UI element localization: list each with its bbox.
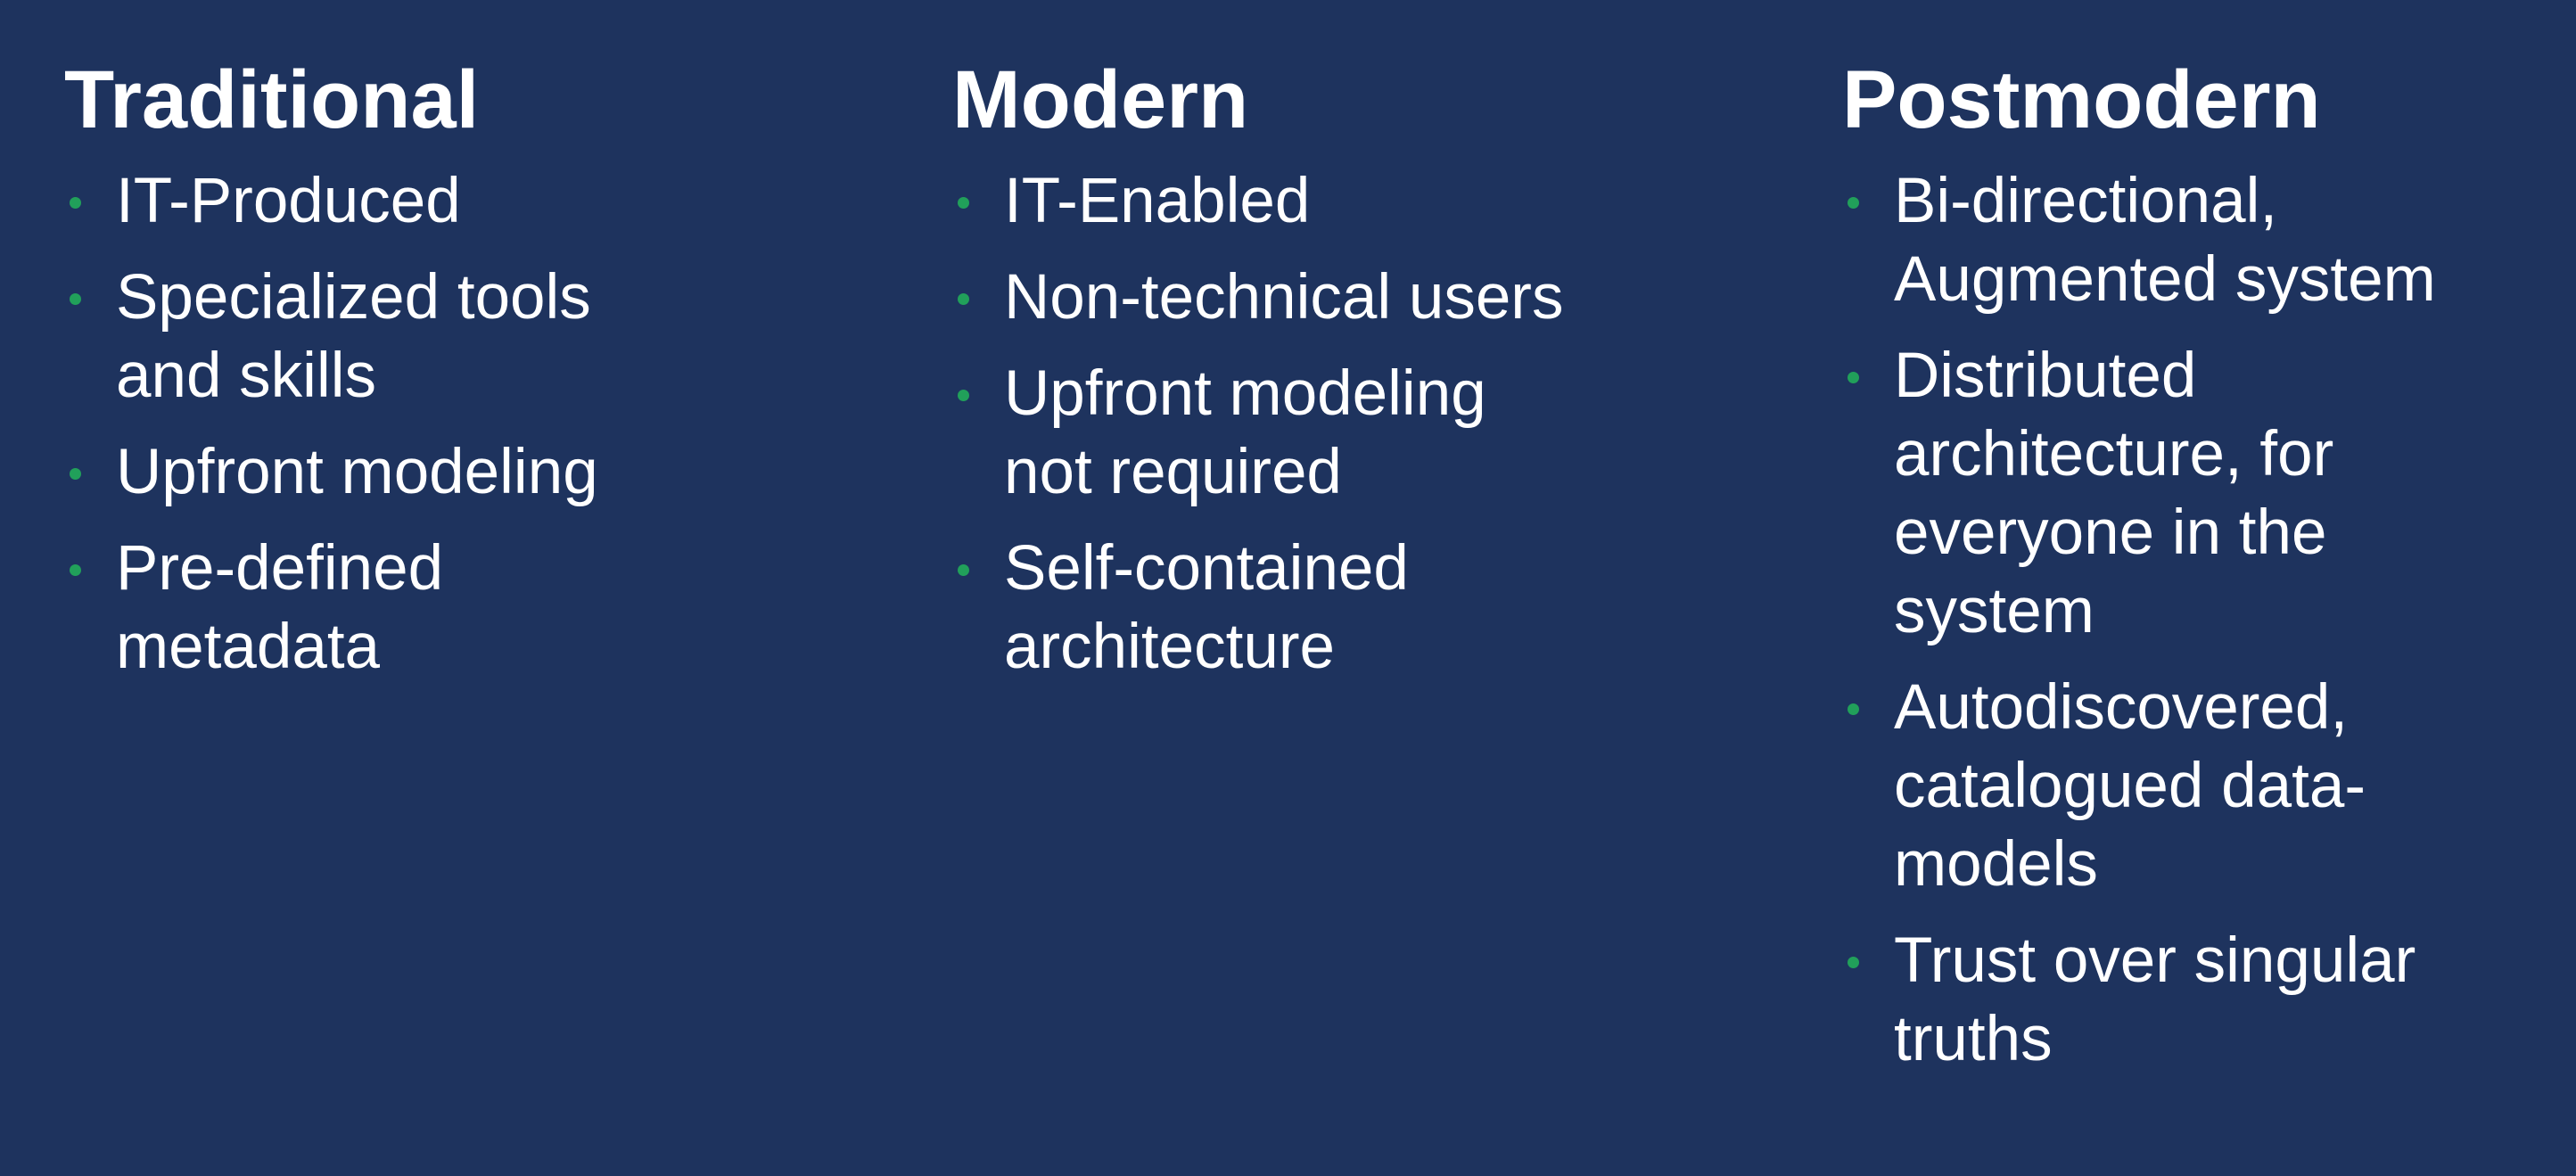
list-item: IT-Produced bbox=[64, 162, 867, 241]
list-item-text: Non-technical users bbox=[1004, 262, 1564, 333]
list-item-text: IT-Produced bbox=[116, 166, 461, 236]
list-item: Trust over singular truths bbox=[1842, 922, 2555, 1079]
list-item: Upfront modeling bbox=[64, 433, 867, 512]
bullet-list: Bi-directional, Augmented system Distrib… bbox=[1842, 162, 2555, 1079]
column-heading: Postmodern bbox=[1842, 54, 2321, 145]
list-item: Pre-defined metadata bbox=[64, 530, 867, 687]
list-item-text: IT-Enabled bbox=[1004, 166, 1311, 236]
list-item-text: Pre-defined metadata bbox=[116, 533, 444, 682]
list-item: IT-Enabled bbox=[952, 162, 1755, 241]
bullet-dot-icon bbox=[70, 293, 81, 305]
bullet-dot-icon bbox=[70, 564, 81, 576]
list-item-text: Upfront modeling bbox=[116, 437, 598, 507]
list-item: Distributed architecture, for everyone i… bbox=[1842, 337, 2555, 651]
bullet-dot-icon bbox=[958, 197, 969, 209]
list-item-text: Bi-directional, Augmented system bbox=[1894, 166, 2436, 315]
list-item-text: Autodiscovered, catalogued data- models bbox=[1894, 672, 2366, 900]
column-traditional: Traditional IT-Produced Specialized tool… bbox=[64, 45, 867, 704]
list-item-text: Distributed architecture, for everyone i… bbox=[1894, 341, 2334, 646]
bullet-dot-icon bbox=[1848, 957, 1859, 968]
bullet-list: IT-Produced Specialized tools and skills… bbox=[64, 162, 867, 687]
column-postmodern: Postmodern Bi-directional, Augmented sys… bbox=[1842, 45, 2555, 1097]
list-item: Autodiscovered, catalogued data- models bbox=[1842, 669, 2555, 904]
bullet-dot-icon bbox=[70, 468, 81, 480]
list-item-text: Trust over singular truths bbox=[1894, 925, 2416, 1074]
column-modern: Modern IT-Enabled Non-technical users Up… bbox=[952, 45, 1755, 704]
column-heading: Traditional bbox=[64, 54, 480, 145]
bullet-dot-icon bbox=[958, 293, 969, 305]
list-item: Specialized tools and skills bbox=[64, 259, 867, 415]
list-item: Non-technical users bbox=[952, 259, 1755, 337]
list-item-text: Upfront modeling not required bbox=[1004, 358, 1486, 507]
bullet-dot-icon bbox=[958, 564, 969, 576]
bullet-dot-icon bbox=[1848, 372, 1859, 383]
bullet-dot-icon bbox=[958, 390, 969, 401]
list-item-text: Self-contained architecture bbox=[1004, 533, 1409, 682]
list-item: Upfront modeling not required bbox=[952, 355, 1755, 512]
bullet-dot-icon bbox=[70, 197, 81, 209]
bullet-dot-icon bbox=[1848, 703, 1859, 715]
bullet-list: IT-Enabled Non-technical users Upfront m… bbox=[952, 162, 1755, 687]
column-heading: Modern bbox=[952, 54, 1249, 145]
list-item: Self-contained architecture bbox=[952, 530, 1755, 687]
list-item: Bi-directional, Augmented system bbox=[1842, 162, 2555, 319]
bullet-dot-icon bbox=[1848, 197, 1859, 209]
list-item-text: Specialized tools and skills bbox=[116, 262, 591, 411]
